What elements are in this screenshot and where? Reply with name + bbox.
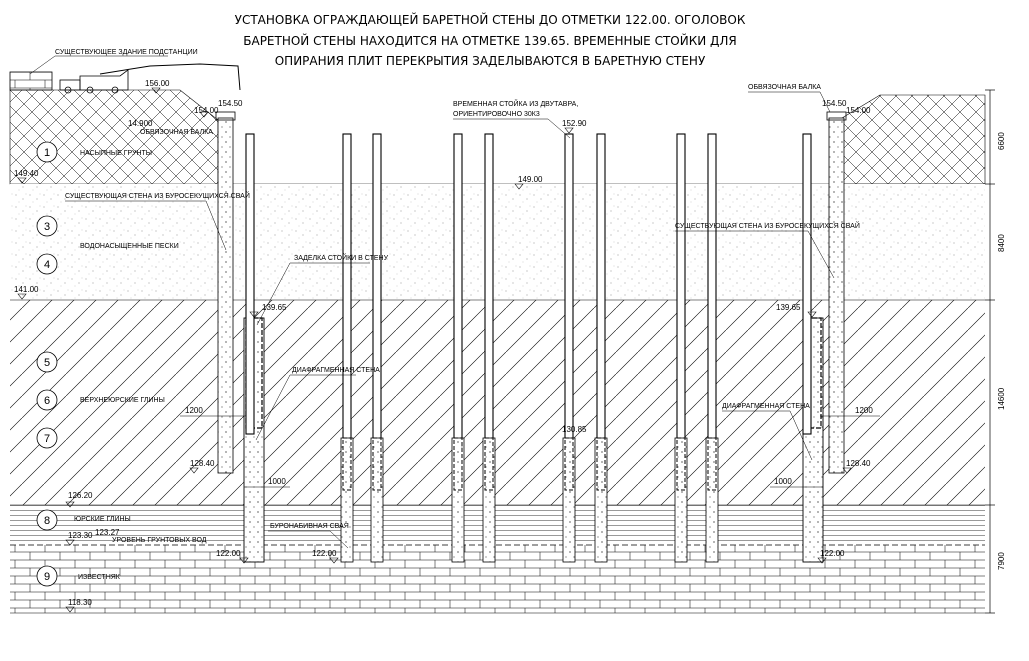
temporary-post <box>245 133 255 435</box>
elev-left-beam-b: 154.50 <box>218 99 243 108</box>
layer-number-text: 5 <box>44 357 50 369</box>
temporary-post <box>453 133 463 465</box>
elev-water-b: 123.27 <box>95 528 120 537</box>
dim-7900: 7900 <box>997 552 1006 570</box>
temporary-post <box>802 133 812 435</box>
elev-sand-bottom: 141.00 <box>14 285 39 294</box>
label-strapping-beam-left: ОБВЯЗОЧНАЯ БАЛКА <box>140 129 213 136</box>
label-bored-pile: БУРОНАБИВНАЯ СВАЯ <box>270 523 349 530</box>
post-embed-zone <box>707 437 717 491</box>
elevation-marks <box>17 87 852 613</box>
dim-offset-right: 1200 <box>855 406 873 415</box>
elev-post-top: 152.90 <box>562 119 587 128</box>
label-groundwater: УРОВЕНЬ ГРУНТОВЫХ ВОД <box>112 537 207 544</box>
elev-fill-bottom: 149.40 <box>14 169 39 178</box>
post-embed-zone <box>564 437 574 491</box>
post-embed-zone <box>342 437 352 491</box>
label-post-embed: ЗАДЕЛКА СТОЙКИ В СТЕНУ <box>294 253 389 262</box>
layer-number-text: 1 <box>44 147 50 159</box>
dim-offset-left: 1200 <box>185 406 203 415</box>
elev-right-beam-b: 154.00 <box>846 106 871 115</box>
elev-toe-mid: 122.00 <box>312 549 337 558</box>
temporary-post <box>372 133 382 465</box>
dimension-chain <box>985 89 995 614</box>
layer-number-text: 7 <box>44 433 50 445</box>
elev-jurassic-top: 126.20 <box>68 491 93 500</box>
concrete-pump-truck-icon <box>59 63 241 94</box>
dim-6600: 6600 <box>997 132 1006 150</box>
elev-wall-head-right: 139.65 <box>776 303 801 312</box>
title-line-1: УСТАНОВКА ОГРАЖДАЮЩЕЙ БАРЕТНОЙ СТЕНЫ ДО … <box>235 12 746 27</box>
label-fill-soils: НАСЫПНЫЕ ГРУНТЫ <box>80 150 152 157</box>
post-embed-zone <box>596 437 606 491</box>
label-diaphragm-left: ДИАФРАГМЕННАЯ СТЕНА <box>292 367 380 374</box>
temporary-post <box>676 133 686 465</box>
layer-number-circle <box>36 565 58 587</box>
temporary-post <box>484 133 494 465</box>
existing-wall-left <box>217 117 234 474</box>
elev-clay-right: 128.40 <box>846 459 871 468</box>
dim-14600: 14600 <box>997 387 1006 410</box>
elev-post-embed: 130.85 <box>562 425 587 434</box>
elev-bottom: 118.30 <box>68 598 92 607</box>
layer-number-text: 4 <box>44 259 50 271</box>
dim-pile-right: 1000 <box>774 477 792 486</box>
elev-left-beam-c: 14.900 <box>128 119 153 128</box>
post-embed-zone <box>484 437 494 491</box>
existing-wall-right <box>828 117 845 474</box>
elev-toe-right: 122.00 <box>820 549 845 558</box>
layer-number-circle <box>36 253 58 275</box>
layer-number-text: 3 <box>44 221 50 233</box>
elev-toe-left: 122.00 <box>216 549 241 558</box>
layer-number-circles: 1 3 4 5 6 7 8 9 <box>36 141 58 587</box>
post-embed-zone <box>453 437 463 491</box>
temporary-posts <box>245 133 812 563</box>
label-diaphragm-right: ДИАФРАГМЕННАЯ СТЕНА <box>722 403 810 410</box>
title-line-2: БАРЕТНОЙ СТЕНЫ НАХОДИТСЯ НА ОТМЕТКЕ 139.… <box>243 33 737 48</box>
label-jurassic-clays: ЮРСКИЕ ГЛИНЫ <box>74 516 131 523</box>
label-strapping-beam-right: ОБВЯЗОЧНАЯ БАЛКА <box>748 84 821 91</box>
elev-ground-top: 156.00 <box>145 79 170 88</box>
strapping-beam-left <box>215 111 236 121</box>
label-limestone: ИЗВЕСТНЯК <box>78 574 121 581</box>
dim-8400: 8400 <box>997 234 1006 252</box>
layer-number-text: 6 <box>44 395 50 407</box>
dim-pile-left: 1000 <box>268 477 286 486</box>
layer-number-text: 8 <box>44 515 50 527</box>
layer-number-circle <box>36 351 58 373</box>
label-substation: СУЩЕСТВУЮЩЕЕ ЗДАНИЕ ПОДСТАНЦИИ <box>55 49 198 56</box>
post-embed-zone <box>372 437 382 491</box>
title-line-3: ОПИРАНИЯ ПЛИТ ПЕРЕКРЫТИЯ ЗАДЕЛЫВАЮТСЯ В … <box>275 54 706 68</box>
label-temp-post-2: ОРИЕНТИРОВОЧНО 30К3 <box>453 111 540 118</box>
elev-excavation: 149.00 <box>518 175 543 184</box>
temporary-post <box>564 133 574 465</box>
layer-number-circle <box>36 141 58 163</box>
label-temp-post-1: ВРЕМЕННАЯ СТОЙКА ИЗ ДВУТАВРА, <box>453 99 578 108</box>
layer-number-circle <box>36 389 58 411</box>
layer-number-text: 9 <box>44 571 50 583</box>
elev-left-beam-a: 154.00 <box>194 106 219 115</box>
sand-layer <box>10 184 985 300</box>
layer-number-circle <box>36 509 58 531</box>
substation-building <box>9 71 53 91</box>
label-upper-clays: ВЕРХНЕЮРСКИЕ ГЛИНЫ <box>80 397 165 404</box>
elev-right-beam-a: 154.50 <box>822 99 847 108</box>
temporary-post <box>707 133 717 465</box>
label-existing-wall-right: СУЩЕСТВУЮЩАЯ СТЕНА ИЗ БУРОСЕКУЩИХСЯ СВАЙ <box>675 221 860 230</box>
layer-number-circle <box>36 427 58 449</box>
temporary-post <box>342 133 352 465</box>
elev-wall-head-left: 139.65 <box>262 303 287 312</box>
elev-water-a: 123.30 <box>68 531 93 540</box>
post-embed-zone <box>676 437 686 491</box>
layer-number-circle <box>36 215 58 237</box>
elev-clay-left: 128.40 <box>190 459 215 468</box>
strapping-beam-right <box>826 111 847 121</box>
label-water-sands: ВОДОНАСЫЩЕННЫЕ ПЕСКИ <box>80 243 179 250</box>
label-existing-wall-left: СУЩЕСТВУЮЩАЯ СТЕНА ИЗ БУРОСЕКУЩИХСЯ СВАЙ <box>65 191 250 200</box>
fill-soil-layer <box>9 89 219 185</box>
temporary-post <box>596 133 606 465</box>
